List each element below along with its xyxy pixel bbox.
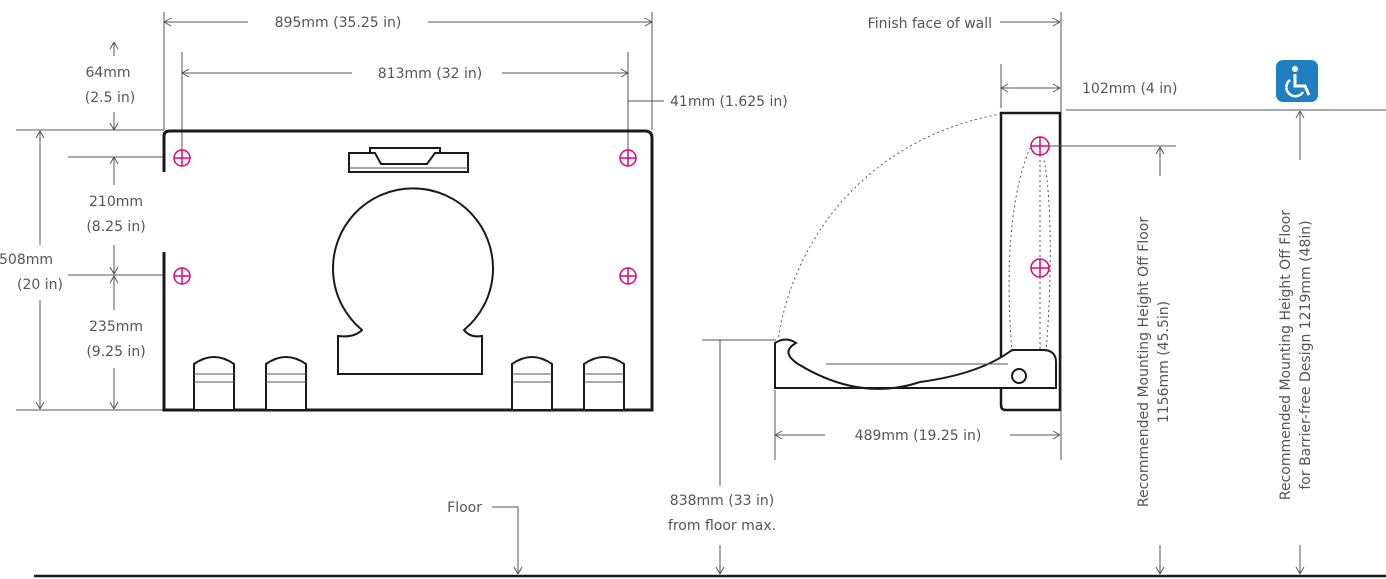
front-view: 895mm (35.25 in) 813mm (32 in) 41mm (1.6… xyxy=(0,12,788,412)
station-side-body xyxy=(999,111,1062,412)
overall-height-mm: 508mm xyxy=(0,252,53,268)
finish-face-label: Finish face of wall xyxy=(868,16,992,32)
top-offset-in: (2.5 in) xyxy=(85,90,135,106)
barrier-free-line2: for Barrier-free Design 1219mm (48in) xyxy=(1298,220,1314,489)
mounting-height-line2: 1156mm (45.5in) xyxy=(1156,301,1172,423)
mounting-hole xyxy=(173,267,191,285)
mounting-hole xyxy=(173,149,191,167)
overall-width-label: 895mm (35.25 in) xyxy=(275,15,402,31)
lower-offset-in: (9.25 in) xyxy=(86,344,145,360)
wheelchair-icon xyxy=(1276,60,1318,102)
hole-vertical-in: (8.25 in) xyxy=(86,219,145,235)
floor-height-line2: from floor max. xyxy=(668,518,776,534)
top-offset-mm: 64mm xyxy=(85,65,130,81)
side-view: Finish face of wall 102mm (4 in) xyxy=(668,12,1386,575)
barrier-free-line1: Recommended Mounting Height Off Floor xyxy=(1278,210,1294,500)
floor-label: Floor xyxy=(447,500,482,516)
center-cutout xyxy=(332,187,494,375)
station-front-body xyxy=(162,129,654,412)
floor: Floor xyxy=(34,500,1386,578)
overall-height-in: (20 in) xyxy=(17,277,63,293)
open-tray xyxy=(774,338,1057,390)
hole-spacing-label: 813mm (32 in) xyxy=(378,66,482,82)
mounting-hole xyxy=(1030,136,1050,156)
open-depth-label: 489mm (19.25 in) xyxy=(855,428,982,444)
mounting-hole xyxy=(1030,258,1050,278)
lower-offset-mm: 235mm xyxy=(89,319,143,335)
feet xyxy=(193,356,625,411)
mounting-hole xyxy=(619,267,637,285)
hole-vertical-mm: 210mm xyxy=(89,194,143,210)
floor-height-line1: 838mm (33 in) xyxy=(670,493,774,509)
wall-depth-label: 102mm (4 in) xyxy=(1082,81,1178,97)
side-offset-label: 41mm (1.625 in) xyxy=(670,94,788,110)
mounting-hole xyxy=(619,149,637,167)
handle xyxy=(348,147,469,173)
mounting-height-line1: Recommended Mounting Height Off Floor xyxy=(1136,217,1152,507)
